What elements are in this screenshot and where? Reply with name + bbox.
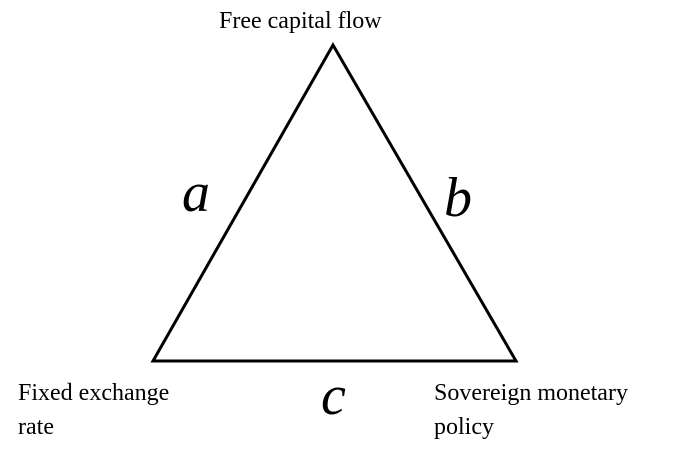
side-label-b: b	[444, 167, 472, 229]
vertex-label-sovereign-monetary-policy-line-1: Sovereign monetary	[434, 380, 628, 406]
vertex-label-sovereign-monetary-policy-line-2: policy	[434, 414, 494, 440]
vertex-label-free-capital-flow: Free capital flow	[219, 8, 382, 34]
trilemma-triangle	[150, 41, 519, 363]
vertex-label-fixed-exchange-rate-line-1: Fixed exchange	[18, 380, 170, 406]
side-label-c: c	[321, 365, 346, 427]
vertex-label-sovereign-monetary-policy: Sovereign monetary policy	[434, 376, 628, 444]
vertex-label-fixed-exchange-rate-line-2: rate	[18, 414, 54, 440]
side-label-a: a	[182, 162, 210, 224]
vertex-label-fixed-exchange-rate: Fixed exchange rate	[18, 376, 169, 444]
